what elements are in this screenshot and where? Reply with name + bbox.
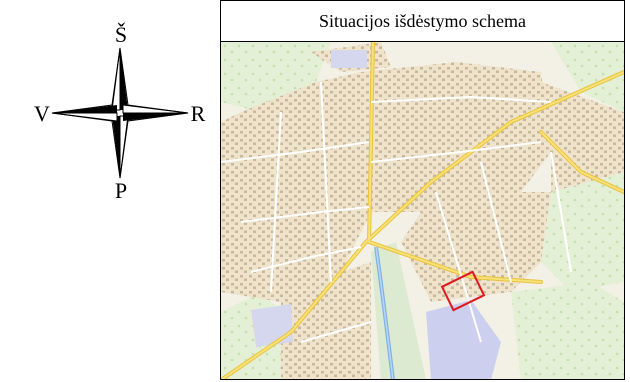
builtup-center (401, 192, 551, 302)
map-svg (221, 42, 624, 379)
builtup-north (361, 62, 551, 212)
site-boundary-marker[interactable] (440, 270, 486, 312)
secondary-streets (221, 81, 572, 343)
situation-map-frame: Situacijos išdėstymo schema (220, 0, 625, 380)
green-area-nw (221, 42, 331, 112)
green-area-ne (551, 42, 624, 112)
compass-panel: Š P R V (0, 0, 220, 382)
green-area-east (541, 172, 624, 292)
compass-west-label: V (34, 101, 50, 126)
green-area-se (511, 282, 624, 379)
builtup-east (541, 82, 624, 192)
river-meadow (371, 242, 426, 379)
map-area[interactable] (221, 42, 624, 379)
institution-area-north (331, 50, 367, 68)
compass-south-label: P (115, 178, 127, 203)
compass-north-label: Š (115, 22, 127, 47)
compass-rose-icon: Š P R V (34, 22, 206, 203)
institution-area-sw (251, 304, 293, 347)
builtup-south-west (281, 262, 371, 379)
institution-area-south (426, 300, 501, 379)
compass-east-label: R (191, 101, 206, 126)
map-title: Situacijos išdėstymo schema (221, 1, 624, 42)
builtup-west (221, 72, 371, 302)
